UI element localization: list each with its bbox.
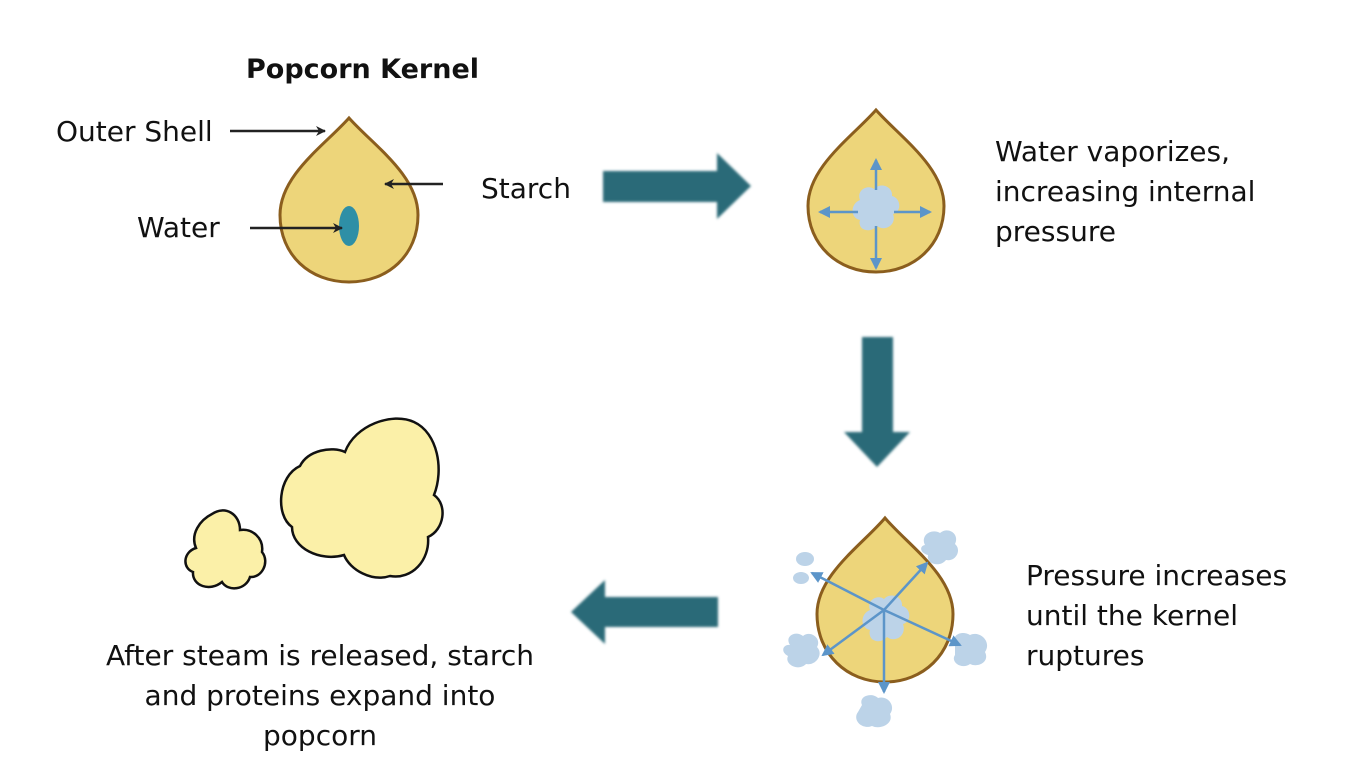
popcorn-large-icon [279,417,444,579]
steam-cloud-icon [852,185,900,231]
outer-shell-label: Outer Shell [56,115,213,148]
water-droplet-icon [339,206,359,246]
step-expand-text: After steam is released, starch and prot… [90,636,550,756]
step-rupture-line-1: Pressure increases [1026,559,1288,592]
step-vaporize-line-3: pressure [995,215,1116,248]
flow-arrow-down-icon [844,337,910,467]
step-vaporize-text: Water vaporizes, increasing internal pre… [995,132,1255,252]
step-expand-line-1: After steam is released, starch [106,639,534,672]
popcorn-small-icon [184,509,267,590]
step-expand-line-3: popcorn [263,719,377,752]
kernel-rupturing [783,515,988,728]
step-rupture-line-2: until the kernel [1026,599,1238,632]
kernel-diagram [278,115,420,284]
step-rupture-line-3: ruptures [1026,639,1145,672]
step-vaporize-line-1: Water vaporizes, [995,135,1231,168]
water-label: Water [137,211,220,244]
step-rupture-text: Pressure increases until the kernel rupt… [1026,556,1287,676]
starch-label: Starch [481,172,571,205]
flow-arrow-right-icon [603,153,751,219]
step-vaporize-line-2: increasing internal [995,175,1256,208]
kernel-vaporizing [806,107,946,274]
step-expand-line-2: and proteins expand into [144,679,496,712]
kernel-1-shell [278,115,420,284]
diagram-title: Popcorn Kernel [246,54,480,85]
flow-arrow-left-icon [571,580,718,644]
